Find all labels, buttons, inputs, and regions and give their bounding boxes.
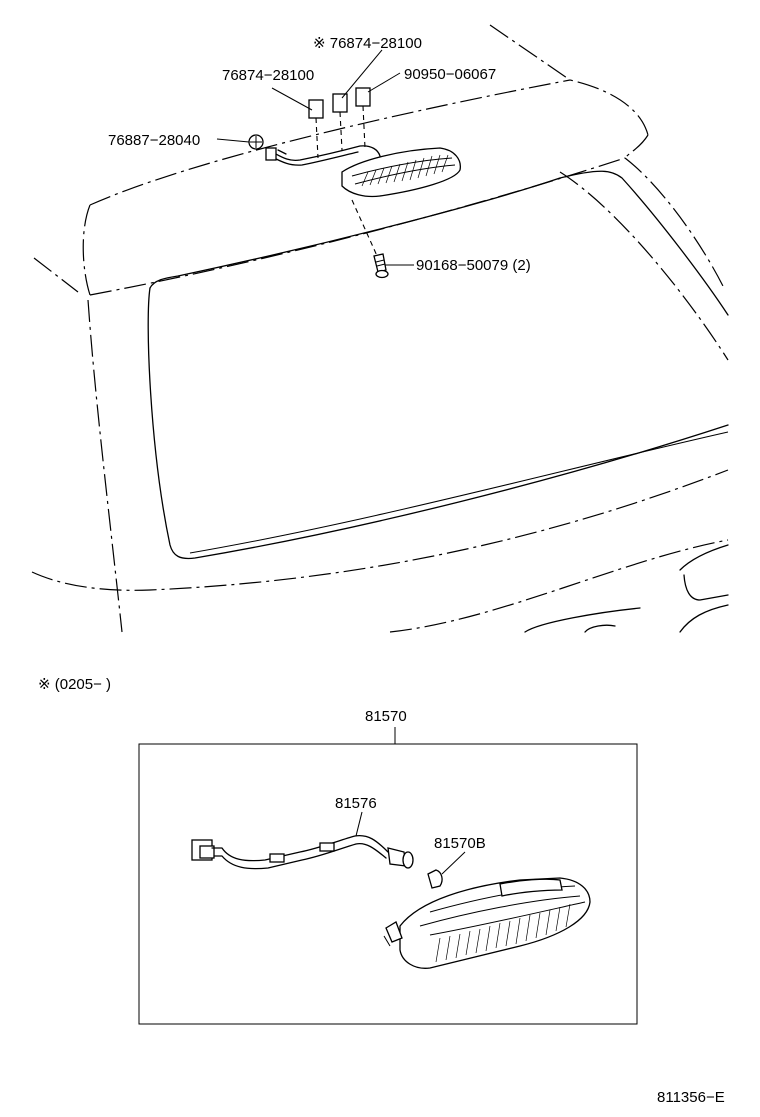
seal-pad-icon [308, 87, 371, 159]
callout-seal: 76874−28100 [222, 67, 314, 84]
socket-wire-icon [191, 834, 414, 870]
mark-note: ※ (0205− ) [38, 676, 111, 693]
label-bulb: 81570B [434, 835, 486, 852]
callout-seal-marked: ※ 76874−28100 [313, 35, 422, 52]
stop-lamp-body-icon [383, 877, 591, 969]
assembly-frame [138, 743, 638, 1025]
callout-leaders [216, 49, 414, 266]
grommet-icon [248, 134, 264, 150]
callout-screw: 90168−50079 (2) [416, 257, 531, 274]
label-socket-wire: 81576 [335, 795, 377, 812]
callout-gasket: 90950−06067 [404, 66, 496, 83]
stop-lamp-installed [265, 145, 461, 198]
figure-id: 811356−E [657, 1089, 725, 1106]
label-lamp-assy: 81570 [365, 708, 407, 725]
vehicle-body-outline [31, 24, 729, 633]
screw-icon [351, 199, 389, 279]
bulb-icon [427, 869, 443, 889]
callout-grommet: 76887−28040 [108, 132, 200, 149]
